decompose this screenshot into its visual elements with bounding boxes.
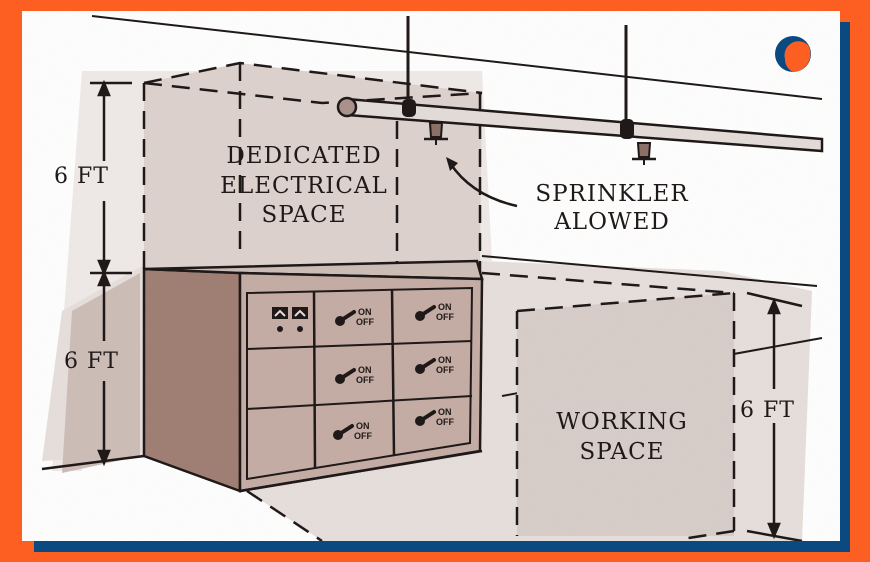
paper-texture [22, 11, 840, 541]
electrical-clearance-diagram: ONOFF ONOFF ONOFF ONOFF ONOFF ONOFF [22, 11, 840, 541]
illustration-card: ONOFF ONOFF ONOFF ONOFF ONOFF ONOFF [22, 11, 840, 541]
company-logo-icon [775, 36, 811, 72]
